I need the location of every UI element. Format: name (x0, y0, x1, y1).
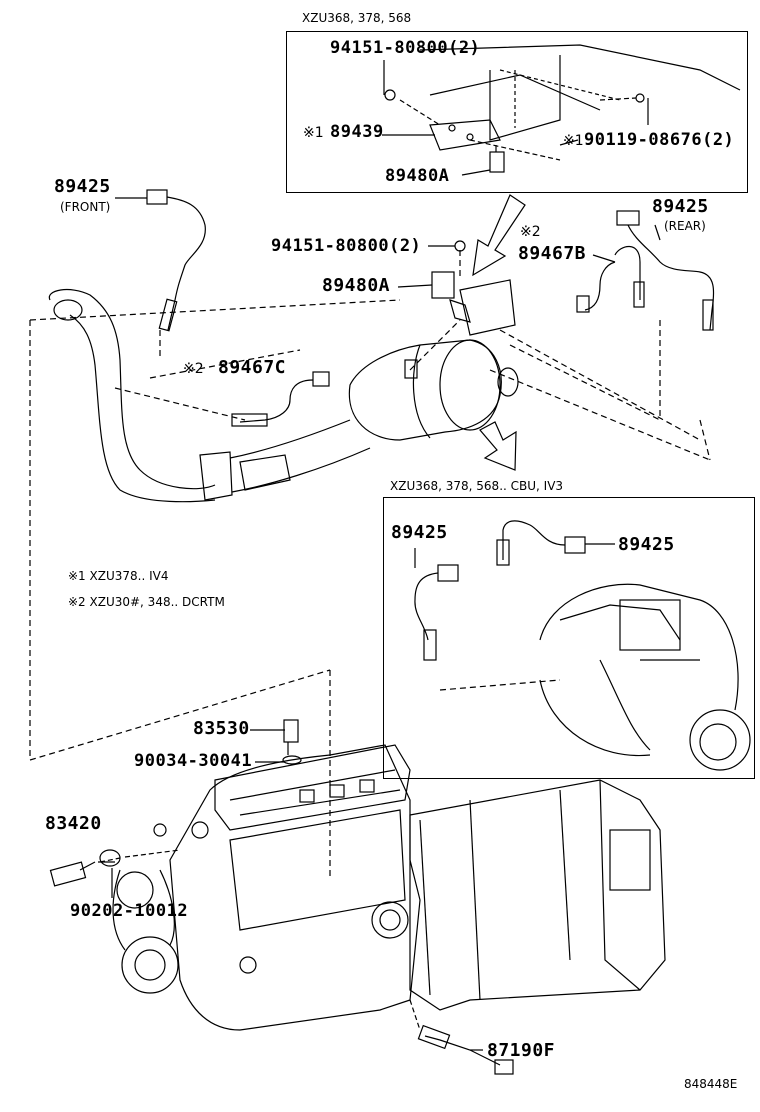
part-label-nut-main: 94151-80800(2) (271, 236, 422, 256)
mark-2-bracket-b: ※2 (520, 224, 541, 240)
sensor-rear-note: (REAR) (664, 219, 706, 233)
part-label-89467c: 89467C (218, 357, 287, 378)
front-sensor-drawing (146, 189, 206, 332)
note-2: ※2 XZU30#, 348.. DCRTM (68, 595, 225, 609)
leader-lines (29, 250, 711, 880)
top-inset-title: XZU368, 378, 568 (302, 11, 412, 25)
part-label-sensor-rear: 89425 (652, 196, 709, 217)
part-label-83530: 83530 (193, 718, 250, 739)
engine-drawing (49, 719, 666, 1075)
arrow-top (472, 194, 526, 277)
bottom-inset-title: XZU368, 378, 568.. CBU, IV3 (390, 479, 564, 493)
mark-1-bracket: ※1 (303, 125, 324, 141)
mark-1-bolt: ※1 (563, 133, 584, 149)
part-label-inset-sensor-right: 89425 (618, 534, 675, 555)
part-label-90202: 90202-10012 (70, 901, 189, 921)
part-label-inset-sensor-left: 89425 (391, 522, 448, 543)
bottom-inset-drawing (414, 520, 751, 771)
note-1: ※1 XZU378.. IV4 (68, 569, 169, 583)
top-inset-box (286, 31, 748, 193)
part-label-89439: 89439 (330, 122, 384, 142)
bottom-inset-box (383, 497, 755, 779)
part-label-vsv-top: 89480A (385, 166, 450, 186)
exhaust-pipe-drawing (48, 240, 519, 503)
top-inset-drawing (384, 44, 741, 173)
rear-sensor-drawing (576, 210, 715, 331)
part-label-89467b: 89467B (518, 243, 587, 264)
sensor-front-note: (FRONT) (60, 200, 111, 214)
part-label-83420: 83420 (45, 813, 102, 834)
label-leaders (79, 60, 661, 1051)
mark-2-bracket-c: ※2 (183, 361, 204, 377)
figure-id: 848448E (684, 1077, 738, 1091)
part-label-87190f: 87190F (487, 1040, 556, 1061)
part-label-nut-top: 94151-80800(2) (330, 38, 481, 58)
part-label-vsv-main: 89480A (322, 275, 391, 296)
part-label-bolt: 90119-08676(2) (584, 130, 735, 150)
sensor-c-drawing (231, 371, 330, 427)
part-label-sensor-front: 89425 (54, 176, 111, 197)
arrow-bottom (479, 421, 517, 471)
part-label-90034: 90034-30041 (134, 751, 253, 771)
